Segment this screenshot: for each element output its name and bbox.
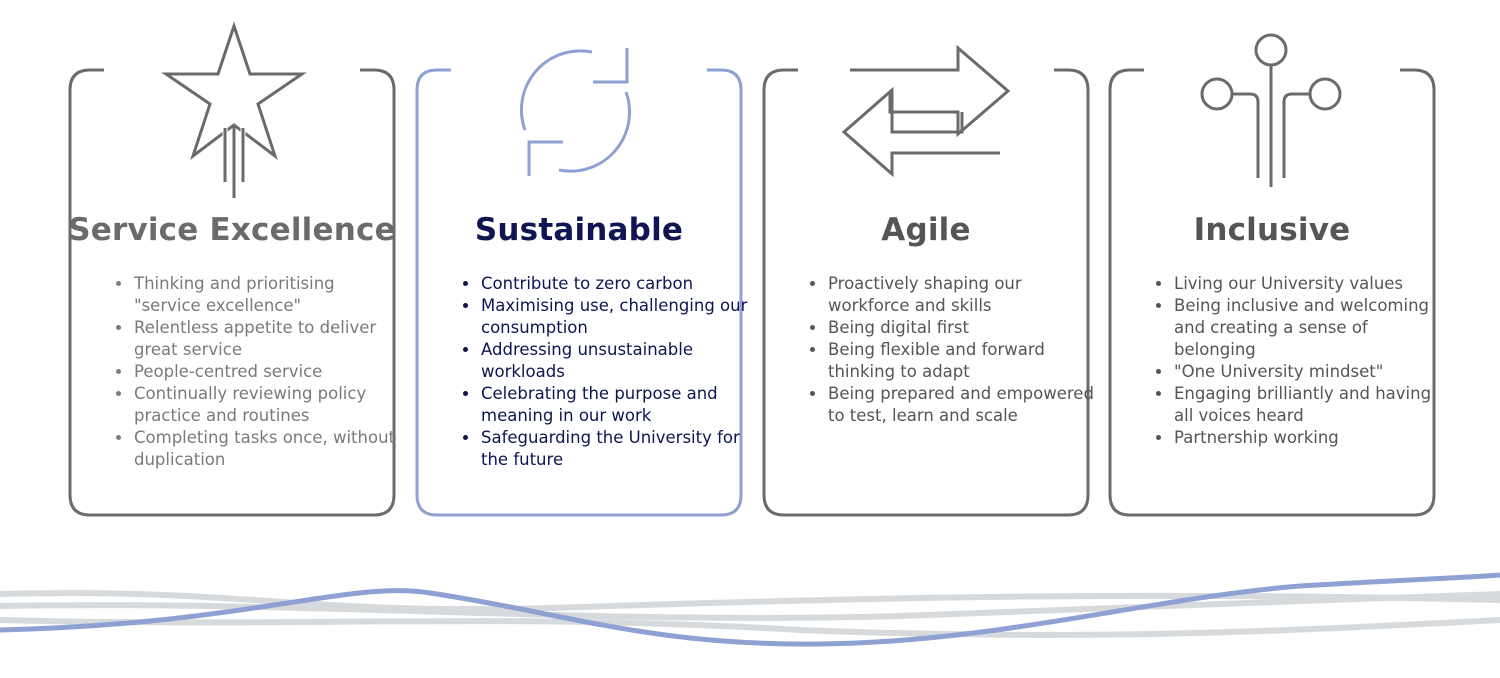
card-frame bbox=[415, 68, 743, 517]
list-item: Engaging brilliantly and having all voic… bbox=[1173, 383, 1443, 427]
card-title: Agile bbox=[881, 212, 971, 248]
connected-nodes-icon bbox=[1200, 33, 1342, 187]
list-item: Proactively shaping our workforce and sk… bbox=[827, 273, 1097, 317]
bullet-list: Thinking and prioritising "service excel… bbox=[113, 273, 403, 471]
bullet-list: Contribute to zero carbon Maximising use… bbox=[460, 273, 750, 471]
list-item: Maximising use, challenging our consumpt… bbox=[480, 295, 750, 339]
list-item: Thinking and prioritising "service excel… bbox=[133, 273, 403, 317]
bullet-list: Proactively shaping our workforce and sk… bbox=[807, 273, 1097, 427]
list-item: Celebrating the purpose and meaning in o… bbox=[480, 383, 750, 427]
list-item: Completing tasks once, without duplicati… bbox=[133, 427, 403, 471]
list-item: Being digital first bbox=[827, 317, 1097, 339]
list-item: Relentless appetite to deliver great ser… bbox=[133, 317, 403, 361]
card-title: Service Excellence bbox=[68, 212, 396, 248]
bullet-list: Living our University values Being inclu… bbox=[1153, 273, 1443, 449]
card-inclusive: Inclusive Living our University values B… bbox=[1108, 0, 1436, 520]
card-title: Sustainable bbox=[474, 212, 684, 248]
card-frame bbox=[762, 68, 1090, 517]
decorative-wave bbox=[0, 572, 1500, 647]
card-title: Inclusive bbox=[1193, 212, 1351, 248]
card-agile: Agile Proactively shaping our workforce … bbox=[762, 0, 1094, 520]
list-item: Continually reviewing policy practice an… bbox=[133, 383, 403, 427]
list-item: Being flexible and forward thinking to a… bbox=[827, 339, 1097, 383]
card-service-excellence: Service Excellence Thinking and prioriti… bbox=[68, 0, 396, 520]
list-item: People-centred service bbox=[133, 361, 403, 383]
list-item: Living our University values bbox=[1173, 273, 1443, 295]
list-item: Addressing unsustainable workloads bbox=[480, 339, 750, 383]
card-frame bbox=[68, 68, 396, 517]
card-frame bbox=[1108, 68, 1436, 517]
star-icon bbox=[161, 21, 307, 198]
swap-arrows-icon bbox=[841, 44, 1011, 178]
list-item: Being prepared and empowered to test, le… bbox=[827, 383, 1097, 427]
card-sustainable: Sustainable Contribute to zero carbon Ma… bbox=[415, 0, 747, 520]
list-item: Contribute to zero carbon bbox=[480, 273, 750, 295]
list-item: "One University mindset" bbox=[1173, 361, 1443, 383]
list-item: Safeguarding the University for the futu… bbox=[480, 427, 750, 471]
refresh-cycle-icon bbox=[519, 48, 632, 176]
list-item: Partnership working bbox=[1173, 427, 1443, 449]
list-item: Being inclusive and welcoming and creati… bbox=[1173, 295, 1443, 361]
